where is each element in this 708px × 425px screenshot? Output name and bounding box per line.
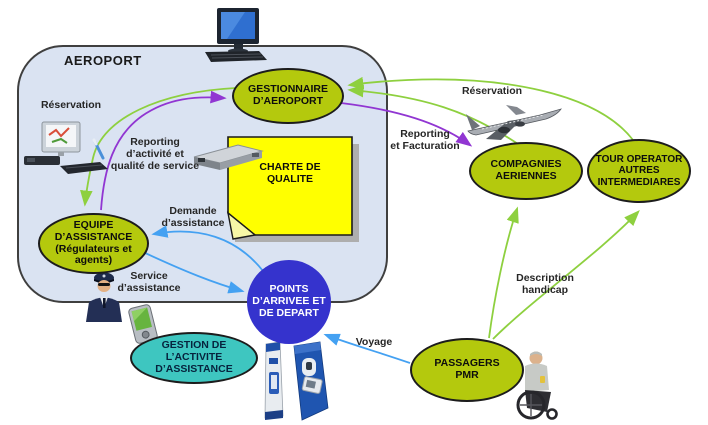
aeroport-title: AEROPORT [64,53,142,68]
airplane-icon [466,105,562,140]
label-reservation-right: Réservation [461,85,523,97]
label-reservation-left: Réservation [40,99,102,111]
note-fold-corner [226,211,257,240]
label-demande-assistance: Demande d’assistance [161,205,225,229]
assistance-agent-photo [86,272,122,322]
edge-service-assistance [142,251,245,294]
node-compagnies-aeriennes: COMPAGNIES AERIENNES [469,142,583,200]
edge-reservation-left [80,87,237,207]
label-reporting-facturation: Reporting et Facturation [390,128,460,152]
wheelchair-passenger-photo [516,351,558,420]
label-reporting-activite: Reporting d’activité et qualité de servi… [110,136,200,172]
edge-reservation-tour-operator [347,76,634,141]
edge-description-handicap-compagnies [488,206,519,339]
node-gestion-activite-assistance: GESTION DE L’ACTIVITE D’ASSISTANCE [130,332,258,384]
label-voyage: Voyage [355,336,393,348]
edge-description-handicap-tour [492,210,640,340]
edge-demande-assistance [151,225,264,272]
node-points-arrivee-depart: POINTS D’ARRIVEE ET DE DEPART [247,260,331,344]
rack-server-icon [193,144,264,170]
node-tour-operator: TOUR OPERATOR AUTRES INTERMEDIARES [587,139,691,203]
node-gestionnaire-aeroport: GESTIONNAIRE D’AEROPORT [232,68,344,124]
note-paper [227,136,353,236]
label-description-handicap: Description handicap [516,272,574,296]
node-equipe-assistance: EQUIPE D’ASSISTANCE (Régulateurs et agen… [38,213,149,274]
reservation-workstation-icon [24,121,108,174]
edge-reporting-activite [100,90,227,211]
quality-charter-note [226,136,359,242]
desktop-computer-icon [205,8,267,62]
charte-de-qualite-label: CHARTE DE QUALITE [259,161,321,185]
information-kiosks-icon [264,341,329,421]
edge-reporting-facturation [340,102,473,147]
edge-voyage [323,333,411,364]
node-passagers-pmr: PASSAGERS PMR [410,338,524,402]
label-service-assistance: Service d’assistance [117,270,181,294]
pda-icon [128,304,158,344]
